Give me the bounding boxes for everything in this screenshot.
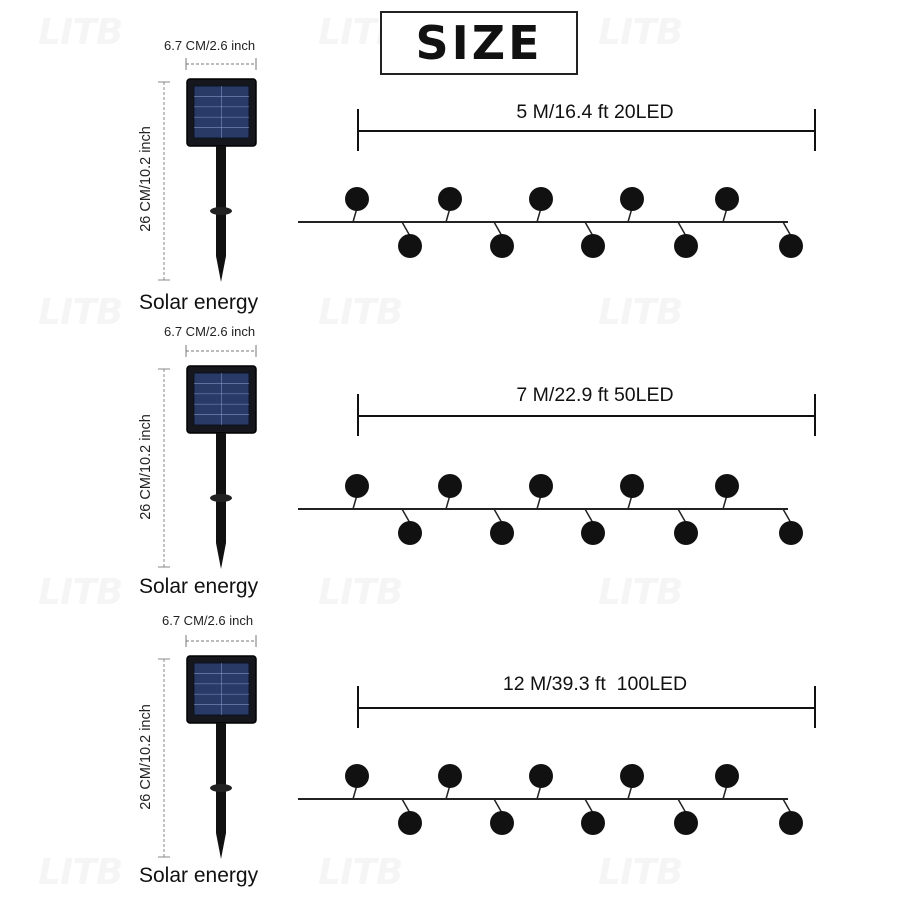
light-bulb	[581, 521, 605, 545]
length-label: 7 M/22.9 ft 50LED	[516, 384, 674, 406]
light-bulb	[529, 764, 553, 788]
bulb-stem	[782, 798, 792, 814]
panel-height-label: 26 CM/10.2 inch	[138, 414, 154, 520]
stake-collar	[210, 784, 232, 792]
panel-height-label: 26 CM/10.2 inch	[138, 704, 154, 810]
panel-caption: Solar energy	[139, 291, 259, 314]
panel-width-label: 6.7 CM/2.6 inch	[162, 613, 254, 628]
light-bulb	[715, 764, 739, 788]
page-title: SIZE	[415, 16, 543, 70]
bulb-stem	[493, 221, 503, 237]
length-label: 5 M/16.4 ft 20LED	[516, 101, 674, 123]
light-bulb	[779, 234, 803, 258]
panel-width-label: 6.7 CM/2.6 inch	[164, 324, 256, 339]
bulb-stem	[677, 508, 687, 524]
panel-caption: Solar energy	[139, 575, 259, 598]
light-bulb	[715, 474, 739, 498]
light-bulb	[398, 811, 422, 835]
bulb-stem	[584, 221, 594, 237]
length-label: 12 M/39.3 ft 100LED	[502, 673, 688, 695]
light-bulb	[345, 474, 369, 498]
light-bulb	[674, 811, 698, 835]
bulb-stem	[782, 221, 792, 237]
light-bulb	[620, 474, 644, 498]
light-bulb	[438, 764, 462, 788]
light-bulb	[674, 234, 698, 258]
bulb-stem	[401, 508, 411, 524]
light-bulb	[438, 474, 462, 498]
light-bulb	[581, 811, 605, 835]
bulb-stem	[401, 798, 411, 814]
panel-height-label: 26 CM/10.2 inch	[138, 126, 154, 232]
bulb-stem	[401, 221, 411, 237]
size-title-box: SIZE	[380, 11, 578, 75]
light-bulb	[779, 811, 803, 835]
ground-stake	[216, 433, 226, 543]
light-bulb	[620, 764, 644, 788]
stake-tip	[216, 833, 226, 859]
light-bulb	[345, 187, 369, 211]
bulb-stem	[677, 221, 687, 237]
stake-collar	[210, 207, 232, 215]
bulb-stem	[493, 798, 503, 814]
panel-caption: Solar energy	[139, 864, 259, 887]
bulb-stem	[782, 508, 792, 524]
light-bulb	[490, 811, 514, 835]
bulb-stem	[493, 508, 503, 524]
ground-stake	[216, 146, 226, 256]
light-bulb	[529, 187, 553, 211]
bulb-stem	[677, 798, 687, 814]
light-bulb	[490, 521, 514, 545]
light-bulb	[674, 521, 698, 545]
light-bulb	[620, 187, 644, 211]
stake-collar	[210, 494, 232, 502]
light-bulb	[490, 234, 514, 258]
light-bulb	[398, 234, 422, 258]
stake-tip	[216, 543, 226, 569]
panel-width-label: 6.7 CM/2.6 inch	[164, 38, 256, 53]
bulb-stem	[584, 798, 594, 814]
ground-stake	[216, 723, 226, 833]
light-bulb	[438, 187, 462, 211]
light-bulb	[398, 521, 422, 545]
bulb-stem	[584, 508, 594, 524]
light-bulb	[779, 521, 803, 545]
light-bulb	[581, 234, 605, 258]
light-bulb	[529, 474, 553, 498]
light-bulb	[345, 764, 369, 788]
light-bulb	[715, 187, 739, 211]
stake-tip	[216, 256, 226, 282]
